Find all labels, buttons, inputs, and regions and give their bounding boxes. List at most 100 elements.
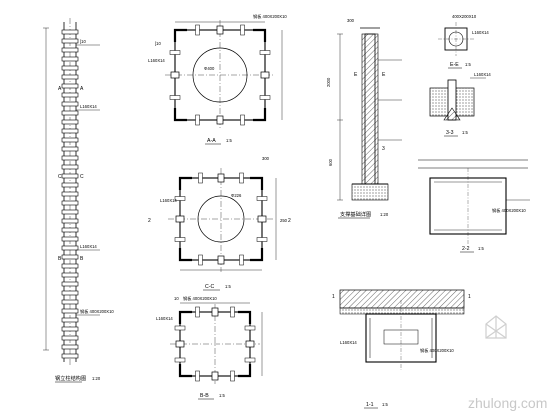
batten-plate xyxy=(61,335,79,341)
cut-marker-C-right: C xyxy=(80,174,84,180)
stiffener xyxy=(239,172,244,184)
support-marker-E: E xyxy=(382,72,386,78)
section-EE: 400X200X10 L160X14 E-E 1:5 xyxy=(438,14,489,69)
batten-plate xyxy=(245,340,255,348)
batten-plate xyxy=(61,254,79,260)
batten-plate xyxy=(61,200,79,206)
stiffener xyxy=(169,50,181,55)
CC-marker-2-right: 2 xyxy=(288,218,291,224)
stiffener xyxy=(230,306,235,318)
stiffener xyxy=(195,24,200,36)
batten-plate xyxy=(61,164,79,170)
batten-plate xyxy=(61,236,79,242)
11-marker-1-left: 1 xyxy=(332,294,335,300)
corner-angle xyxy=(253,108,267,122)
CC-dim-250: 250 xyxy=(280,218,288,223)
batten-plate xyxy=(61,218,79,224)
cut-marker-B-right: B xyxy=(80,256,84,262)
support-dim-600: 600 xyxy=(328,158,333,166)
batten-plate xyxy=(61,155,79,161)
AA-channel-note: [10 xyxy=(155,41,161,46)
batten-plate xyxy=(61,290,79,296)
batten-plate xyxy=(257,215,267,223)
support-detail-title: 支撑基础详图 xyxy=(340,210,371,218)
support-dim-2000: 2000 xyxy=(326,77,331,87)
batten-plate xyxy=(217,255,225,265)
section-AA-title: A-A xyxy=(207,138,216,144)
corner-angle xyxy=(238,310,252,324)
corner-angle xyxy=(238,364,252,378)
batten-plate xyxy=(216,115,224,125)
11-plate-note: 钢板 400X200X10 xyxy=(420,347,454,354)
CC-angle-note: L160X14 xyxy=(160,198,177,203)
batten-plate xyxy=(170,71,180,79)
batten-plate xyxy=(61,272,79,278)
batten-plate xyxy=(61,38,79,44)
cut-marker-A-left: A xyxy=(58,86,62,92)
stiffener xyxy=(256,196,268,201)
section-22-title: 2-2 xyxy=(462,246,470,252)
batten-plate xyxy=(61,326,79,332)
stiffener xyxy=(244,357,256,363)
EE-angle-note: L160X14 xyxy=(472,30,489,35)
batten-plate xyxy=(61,119,79,125)
cut-marker-B-left: B xyxy=(58,256,62,262)
batten-plate xyxy=(61,245,79,251)
stiffener xyxy=(195,370,200,382)
stiffener xyxy=(198,254,203,266)
stiffener xyxy=(240,114,245,126)
corner-angle xyxy=(178,176,192,190)
stiffener xyxy=(259,95,271,100)
batten-plate xyxy=(175,340,185,348)
batten-plate xyxy=(61,299,79,305)
CC-hole-note: Φ226 xyxy=(231,193,242,198)
corner-angle xyxy=(173,28,187,42)
corner-angle xyxy=(173,108,187,122)
section-11-scale: 1:5 xyxy=(382,402,388,407)
batten-plate xyxy=(217,173,225,183)
batten-plate xyxy=(61,101,79,107)
section-CC-scale: 1:5 xyxy=(225,284,231,289)
11-marker-1-right: 1 xyxy=(468,294,471,300)
batten-plate xyxy=(211,371,219,381)
stiffener xyxy=(174,357,186,363)
stiffener xyxy=(169,95,181,100)
section-AA-plates xyxy=(169,24,271,126)
batten-plate xyxy=(61,83,79,89)
batten-plate xyxy=(175,215,185,223)
support-marker-E-left: E xyxy=(354,72,358,78)
batten-plate xyxy=(211,307,219,317)
batten-plate xyxy=(61,263,79,269)
stiffener xyxy=(174,325,186,331)
support-detail-scale: 1:20 xyxy=(380,212,389,217)
stiffener xyxy=(256,237,268,242)
batten-plate xyxy=(61,353,79,359)
BB-angle-note: L160X14 xyxy=(156,316,173,321)
batten-plate xyxy=(61,146,79,152)
CC-dim-300: 300 xyxy=(262,156,270,161)
batten-plate xyxy=(61,47,79,53)
section-22-scale: 1:5 xyxy=(478,246,484,251)
section-BB: 10 钢板 400X200X10 L160X14 B-B 1:5 xyxy=(156,295,263,400)
stiffener xyxy=(259,50,271,55)
batten-plate xyxy=(61,317,79,323)
batten-plate xyxy=(61,29,79,35)
section-33: L160X14 3-3 1:5 xyxy=(429,72,491,137)
batten-plate xyxy=(61,191,79,197)
BB-plate-note: 钢板 400X200X10 xyxy=(183,295,217,302)
section-BB-title: B-B xyxy=(200,393,209,399)
batten-plate xyxy=(61,128,79,134)
22-plate-note: 钢板 400X200X10 xyxy=(492,207,526,214)
cut-marker-C-left: C xyxy=(58,174,62,180)
11-angle-note: L160X14 xyxy=(340,340,357,345)
stiffener xyxy=(174,237,186,242)
batten-plate xyxy=(216,25,224,35)
cut-marker-A-right: A xyxy=(80,86,84,92)
section-33-scale: 1:5 xyxy=(462,130,468,135)
EE-plate-note: 400X200X10 xyxy=(452,14,477,19)
support-dim-300: 300 xyxy=(347,18,355,23)
AA-hole-note: Φ400 xyxy=(204,66,215,71)
column-elevation: [10 L160X14 L160X14 钢板 400X200X10 A A C … xyxy=(43,18,114,383)
section-CC: 300 250 L160X14 Φ226 2 2 C-C 1:5 xyxy=(148,156,291,291)
